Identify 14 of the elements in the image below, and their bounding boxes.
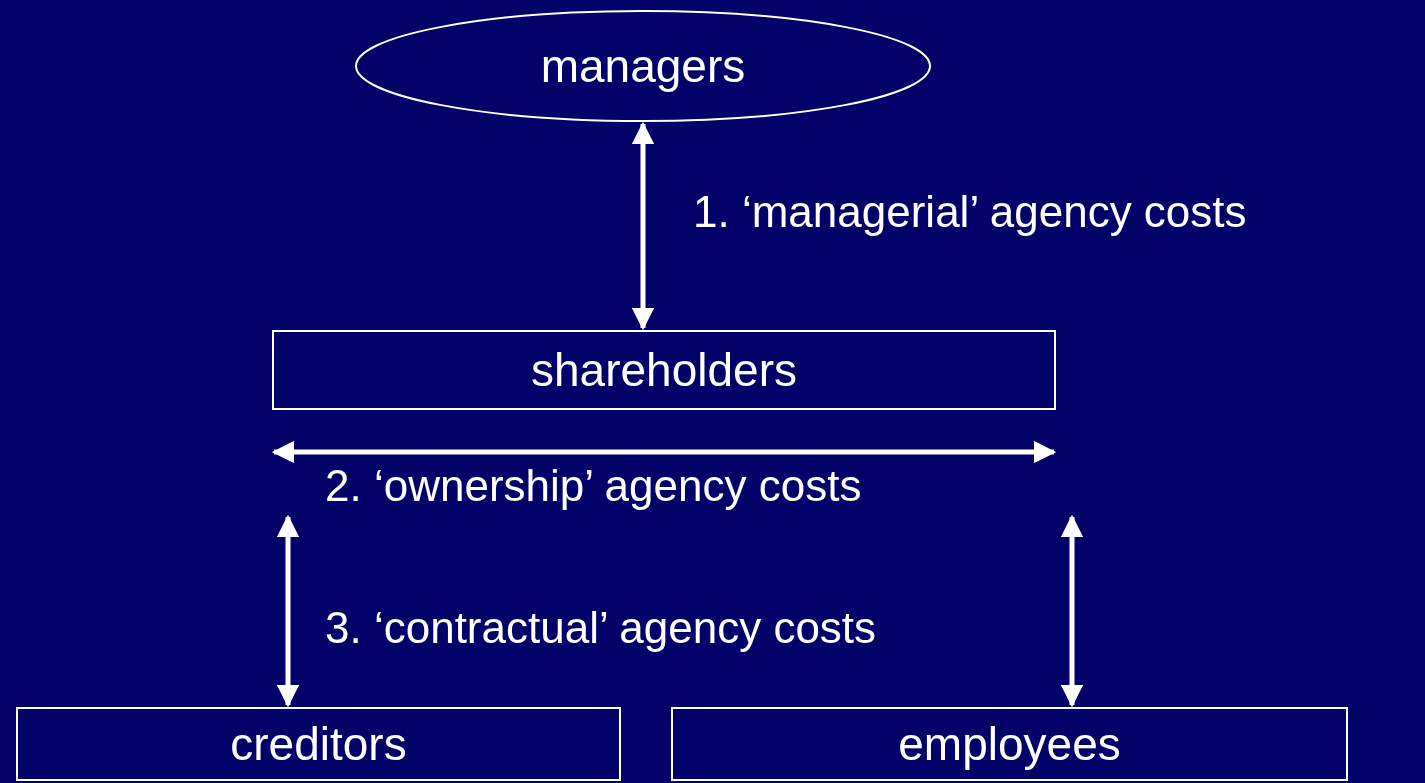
- cost-label: 2. ‘ownership’ agency costs: [325, 462, 862, 511]
- edge-label: 1. ‘managerial’ agency costs: [693, 188, 1247, 237]
- node-label: managers: [540, 40, 746, 92]
- node-label: employees: [898, 718, 1121, 770]
- node-label: creditors: [230, 718, 407, 770]
- process-box: [16, 707, 621, 781]
- double-arrow: [276, 514, 300, 708]
- cost-label: 3. ‘contractual’ agency costs: [325, 604, 877, 653]
- double-arrow: [631, 121, 655, 331]
- process-box: [671, 707, 1348, 781]
- node-label: shareholders: [531, 344, 797, 396]
- ellipse-node: [355, 10, 931, 122]
- process-box: [272, 330, 1056, 410]
- double-arrow: [1060, 514, 1084, 708]
